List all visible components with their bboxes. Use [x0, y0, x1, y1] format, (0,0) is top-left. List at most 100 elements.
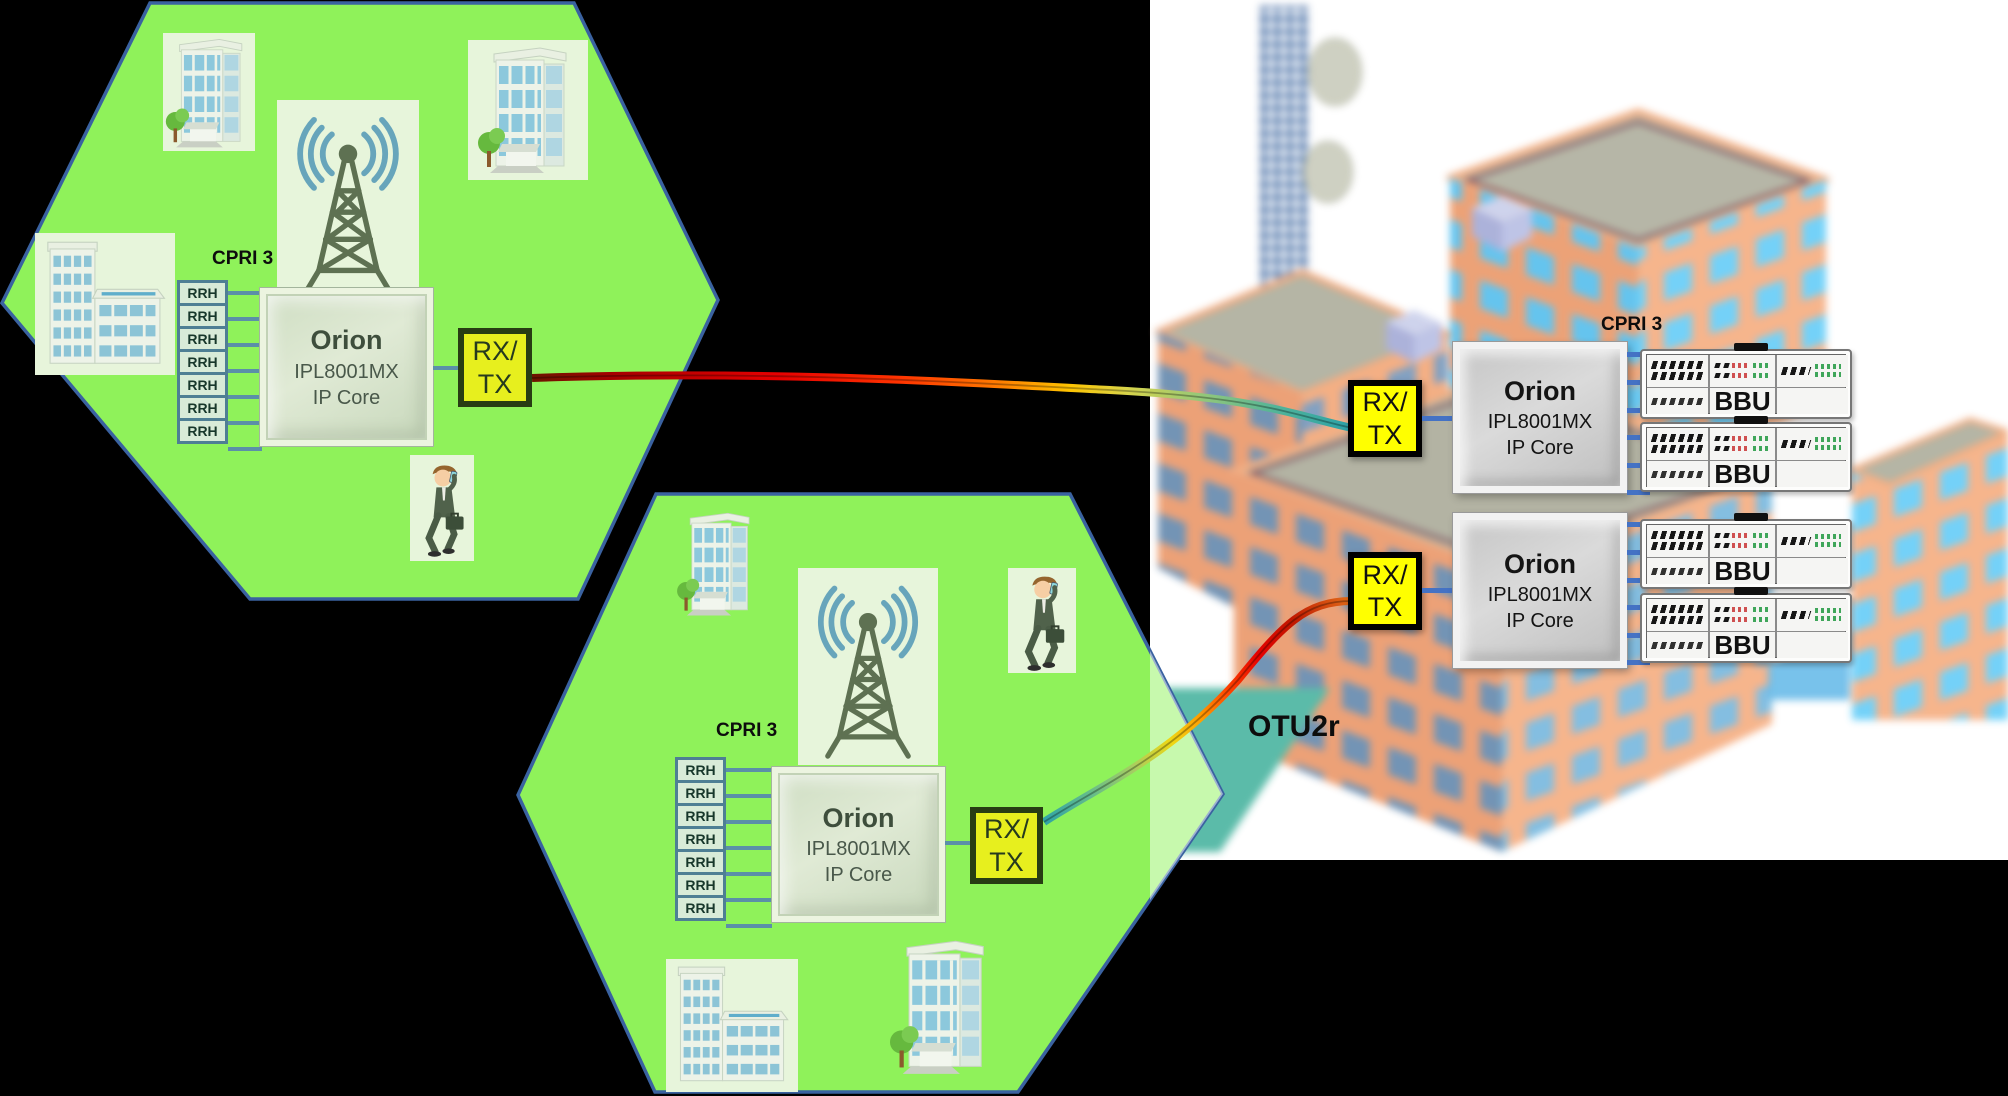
- fiber-link-strand: [1043, 600, 1353, 823]
- orion-rxtx-line: [433, 366, 458, 370]
- orion-name: Orion: [310, 325, 383, 356]
- rack-ports: [1647, 388, 1709, 415]
- bbu-label: BBU: [1709, 388, 1776, 415]
- orion-name: Orion: [1504, 548, 1576, 579]
- rrh-unit: RRH: [675, 803, 726, 829]
- office-building-icon: [886, 937, 1000, 1077]
- office-building-icon: [668, 510, 768, 618]
- cpri-line: [726, 898, 772, 902]
- rack-blank: [1776, 558, 1848, 585]
- cpri-line: [726, 820, 772, 824]
- orion-ip-core-site2: Orion IPL8001MX IP Core: [772, 767, 945, 922]
- satellite-dish-icon: [1308, 38, 1362, 106]
- office-building-icon: [472, 44, 584, 176]
- orion-ip-core-office-lower: Orion IPL8001MX IP Core: [1453, 513, 1627, 668]
- radio-tower-icon: [280, 98, 416, 303]
- cpri-line: [1627, 605, 1650, 610]
- cpri-line: [1627, 352, 1650, 357]
- cpri-line: [228, 317, 262, 321]
- cpri-line: [726, 768, 772, 772]
- rack-handle: [1733, 587, 1768, 595]
- rxtx-transceiver-site1: RX/ TX: [458, 328, 532, 407]
- cpri-line: [228, 343, 262, 347]
- orion-core: IP Core: [312, 386, 381, 409]
- rack-ports: [1647, 558, 1709, 585]
- cpri-line: [228, 395, 262, 399]
- right-office-building: [1849, 417, 2008, 720]
- rxtx-transceiver-office-lower: RX/ TX: [1348, 552, 1422, 630]
- orion-model: IPL8001MX: [1487, 584, 1593, 607]
- fiber-link-site1-to-office: [531, 371, 1353, 432]
- rxtx-line2: TX: [477, 368, 513, 399]
- rrh-unit: RRH: [675, 780, 726, 806]
- rack-ports: [1647, 599, 1709, 631]
- bbu-rack: BBU: [1640, 513, 1852, 589]
- rxtx-line1: RX/: [1362, 387, 1408, 418]
- orion-model: IPL8001MX: [294, 360, 399, 383]
- rack-ports: [1647, 632, 1709, 659]
- rack-status-leds: [1709, 599, 1776, 631]
- bbu-label: BBU: [1709, 461, 1776, 488]
- hexagon-backdrop-overlap: [1150, 650, 1223, 901]
- rxtx-orion-line: [1422, 588, 1453, 593]
- rack-ports: [1776, 599, 1848, 631]
- rxtx-line2: TX: [1367, 592, 1403, 622]
- fiber-link-site2-to-office: [1041, 597, 1353, 826]
- rack-ports: [1776, 355, 1848, 387]
- cpri-line: [1627, 435, 1650, 440]
- bbu-label: BBU: [1709, 558, 1776, 585]
- rack-ports: [1647, 428, 1709, 460]
- cpri-line: [1627, 633, 1650, 638]
- rack-ports: [1776, 428, 1848, 460]
- rack-handle: [1733, 416, 1768, 424]
- rrh-unit: RRH: [177, 280, 228, 306]
- businessman-phone-icon: [412, 457, 472, 559]
- orion-core: IP Core: [1506, 610, 1574, 633]
- rack-blank: [1776, 632, 1848, 659]
- cpri-line: [228, 447, 262, 451]
- orion-core: IP Core: [1506, 437, 1574, 460]
- rack-ports: [1647, 355, 1709, 387]
- rxtx-orion-line: [1422, 416, 1453, 421]
- cpri-line: [726, 872, 772, 876]
- orion-name: Orion: [1504, 375, 1576, 406]
- rxtx-line1: RX/: [983, 814, 1029, 845]
- rxtx-line1: RX/: [472, 336, 518, 367]
- radio-tower-icon: [801, 566, 935, 770]
- orion-ip-core-office-upper: Orion IPL8001MX IP Core: [1453, 342, 1627, 493]
- bbu-rack: BBU: [1640, 343, 1852, 419]
- rrh-column-site2: RRH RRH RRH RRH RRH RRH RRH: [675, 757, 726, 921]
- office-complex-icon: [670, 965, 794, 1087]
- cpri-label-site2: CPRI 3: [716, 720, 778, 741]
- tower-clipart-backdrop: [277, 100, 419, 290]
- orion-rxtx-line: [945, 841, 970, 845]
- fiber-link-strand: [531, 374, 1353, 429]
- rack-ports: [1647, 525, 1709, 557]
- bbu-label: BBU: [1709, 632, 1776, 659]
- orion-name: Orion: [822, 802, 895, 833]
- rrh-unit: RRH: [177, 303, 228, 329]
- cpri-line: [1627, 380, 1650, 385]
- cpri-line: [228, 291, 262, 295]
- cpri-line: [228, 421, 262, 425]
- otu2r-label: OTU2r: [1248, 710, 1340, 743]
- rxtx-transceiver-office-upper: RX/ TX: [1348, 380, 1422, 457]
- cpri-label-site1: CPRI 3: [212, 248, 274, 269]
- rrh-column-site1: RRH RRH RRH RRH RRH RRH RRH: [177, 280, 228, 444]
- cpri-line: [228, 369, 262, 373]
- rxtx-transceiver-site2: RX/ TX: [970, 807, 1043, 884]
- businessman-phone-icon: [1011, 570, 1073, 671]
- rack-ports: [1776, 525, 1848, 557]
- cpri-line: [1627, 408, 1650, 413]
- rooftop-unit-icon: [1386, 310, 1442, 363]
- office-building-icon: [164, 36, 253, 150]
- cpri-line: [1627, 550, 1650, 555]
- bbu-rack: BBU: [1640, 587, 1852, 663]
- cpri-line: [726, 794, 772, 798]
- rack-status-leds: [1709, 355, 1776, 387]
- rxtx-line2: TX: [1367, 419, 1403, 450]
- cpri-line: [726, 924, 772, 928]
- cpri-line: [1627, 578, 1650, 583]
- cpri-line: [726, 846, 772, 850]
